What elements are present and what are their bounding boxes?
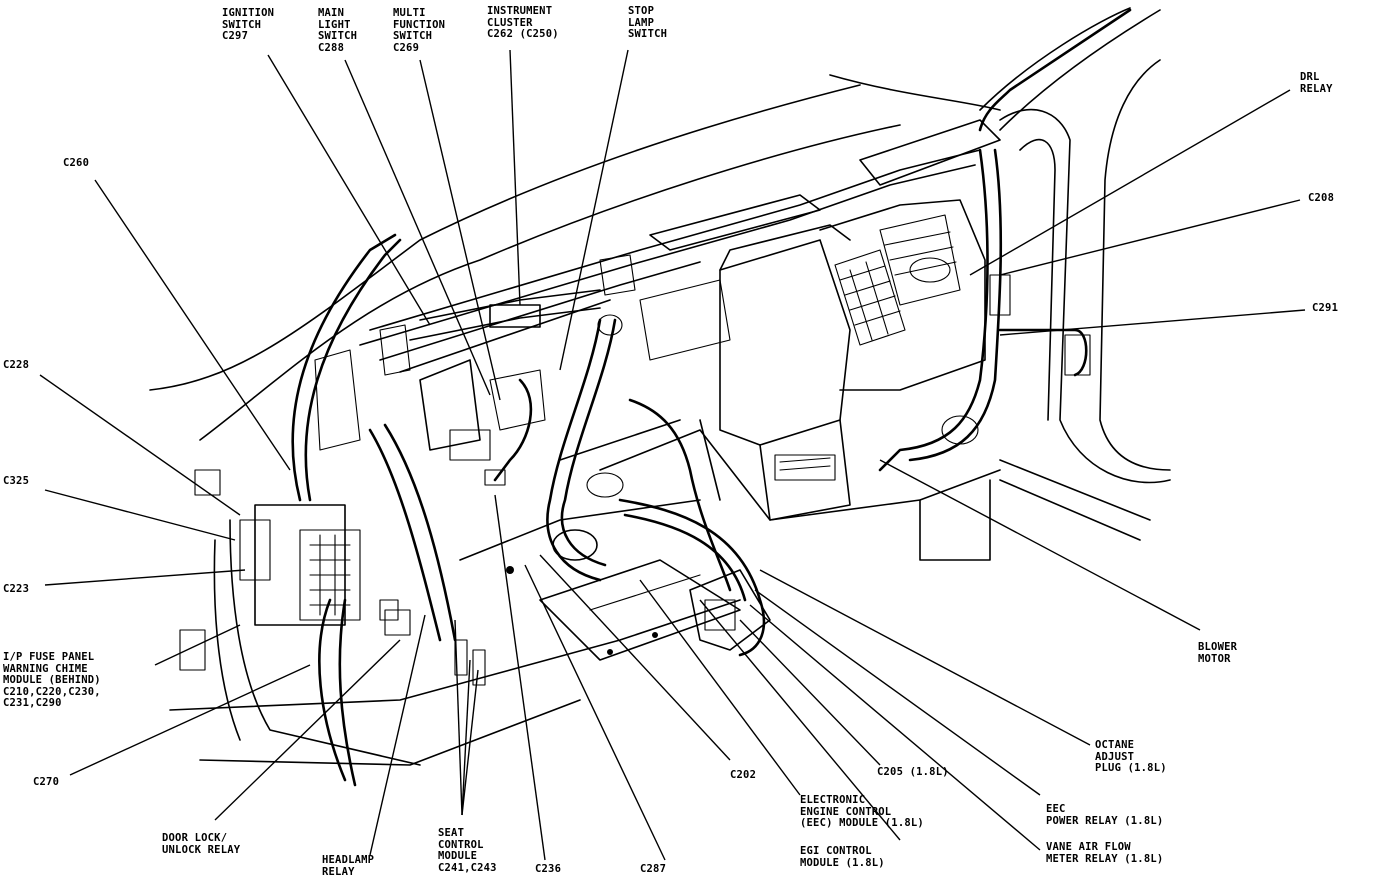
label-c260: C260 xyxy=(63,157,90,169)
label-eec-power-relay: EEC POWER RELAY (1.8L) xyxy=(1046,803,1164,827)
label-drl-relay: DRL RELAY xyxy=(1300,71,1333,95)
label-c223: C223 xyxy=(3,583,30,595)
label-eec-module: ELECTRONIC ENGINE CONTROL (EEC) MODULE (… xyxy=(800,794,924,829)
label-c270: C270 xyxy=(33,776,60,788)
label-c208: C208 xyxy=(1308,192,1335,204)
instrument-panel-drawing xyxy=(149,7,1171,787)
label-c236: C236 xyxy=(535,863,562,875)
label-c325: C325 xyxy=(3,475,30,487)
label-ignition-switch: IGNITION SWITCH C297 xyxy=(222,7,275,42)
label-ip-fuse-panel: I/P FUSE PANEL WARNING CHIME MODULE (BEH… xyxy=(3,651,101,709)
label-octane-adjust-plug: OCTANE ADJUST PLUG (1.8L) xyxy=(1095,739,1167,774)
label-door-lock-relay: DOOR LOCK/ UNLOCK RELAY xyxy=(162,832,241,856)
label-main-light-switch: MAIN LIGHT SWITCH C288 xyxy=(318,7,358,54)
label-multi-function-switch: MULTI FUNCTION SWITCH C269 xyxy=(393,7,446,54)
label-headlamp-relay: HEADLAMP RELAY xyxy=(322,854,375,878)
leader-lines xyxy=(39,49,1306,861)
label-c287: C287 xyxy=(640,863,667,875)
label-c205: C205 (1.8L) xyxy=(877,766,949,778)
label-seat-control-module: SEAT CONTROL MODULE C241,C243 xyxy=(438,827,497,874)
label-c202: C202 xyxy=(730,769,757,781)
label-egi-control-module: EGI CONTROL MODULE (1.8L) xyxy=(800,845,885,869)
label-blower-motor: BLOWER MOTOR xyxy=(1198,641,1238,665)
label-stop-lamp-switch: STOP LAMP SWITCH xyxy=(628,5,668,40)
label-c291: C291 xyxy=(1312,302,1339,314)
label-c228: C228 xyxy=(3,359,30,371)
label-instrument-cluster: INSTRUMENT CLUSTER C262 (C250) xyxy=(487,5,559,40)
label-vane-air-flow-meter-relay: VANE AIR FLOW METER RELAY (1.8L) xyxy=(1046,841,1164,865)
